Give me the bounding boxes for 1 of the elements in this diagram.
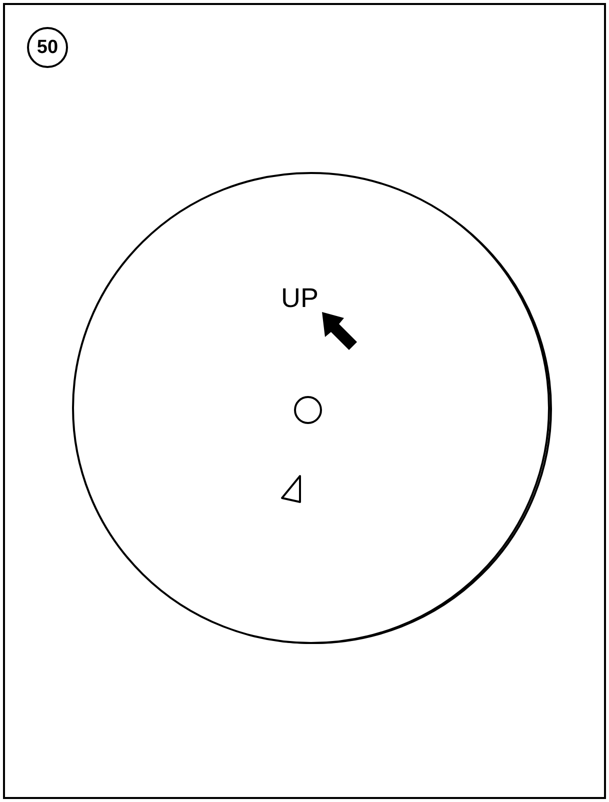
orientation-label: UP <box>281 285 319 312</box>
